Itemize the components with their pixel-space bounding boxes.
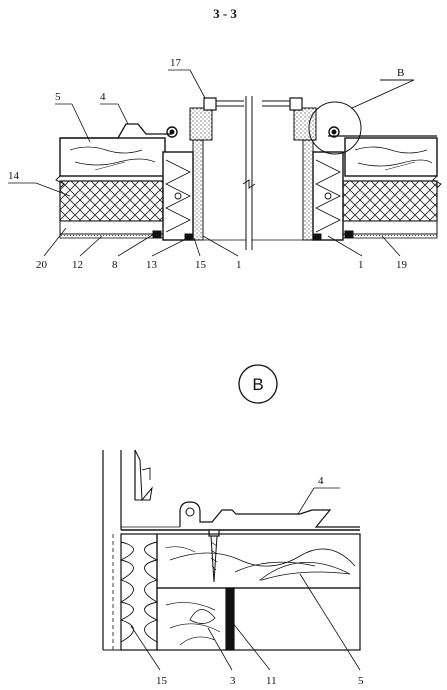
base-layer [59, 220, 438, 239]
label-19: 19 [396, 259, 408, 271]
label-b-callout: B [397, 67, 404, 79]
label-15: 15 [195, 259, 207, 271]
roof-boards [59, 137, 438, 177]
detail-screw [208, 529, 220, 583]
leader-lines [8, 69, 401, 257]
detail-marker: B [238, 364, 278, 404]
detail-label-11: 11 [266, 675, 277, 687]
roofing-sheet [60, 123, 437, 139]
label-4: 4 [100, 91, 106, 103]
label-14: 14 [8, 170, 20, 182]
section-3-3-drawing [8, 69, 442, 257]
label-13: 13 [146, 259, 158, 271]
label-12: 12 [72, 259, 83, 271]
section-labels: 17 5 4 B 14 20 12 8 13 15 1 1 19 [8, 57, 408, 271]
label-8: 8 [112, 259, 118, 271]
detail-label-15: 15 [156, 675, 168, 687]
detail-labels: 4 15 3 11 5 [156, 475, 364, 687]
detail-label-5: 5 [358, 675, 364, 687]
center-break [242, 96, 256, 250]
insulation-layer [59, 180, 438, 222]
left-curb [152, 107, 213, 241]
label-20: 20 [36, 259, 48, 271]
label-1-right: 1 [358, 259, 364, 271]
detail-label-4: 4 [318, 475, 324, 487]
detail-insulation [112, 533, 159, 651]
detail-roof-sheet [121, 501, 360, 531]
skylight-glazing [203, 97, 303, 111]
detail-lower-timber [156, 587, 361, 651]
label-1-left: 1 [236, 259, 242, 271]
detail-timber-board [156, 533, 361, 589]
detail-label-3: 3 [230, 675, 236, 687]
detail-leader-lines [130, 487, 361, 671]
detail-b-drawing [102, 449, 361, 671]
section-title: 3 - 3 [213, 6, 237, 21]
label-5: 5 [55, 91, 61, 103]
label-17: 17 [170, 57, 182, 69]
detail-callout-circle [308, 101, 362, 155]
detail-marker-letter: B [252, 375, 263, 394]
detail-upstand [102, 449, 153, 650]
right-curb [293, 107, 354, 241]
